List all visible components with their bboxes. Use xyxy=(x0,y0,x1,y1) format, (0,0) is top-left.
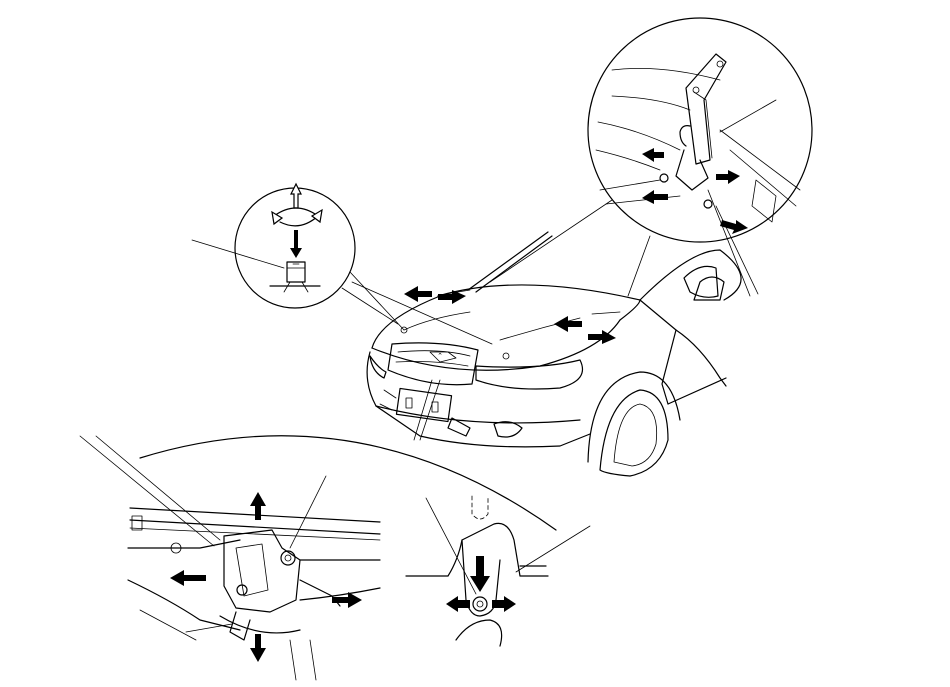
latch-detail xyxy=(79,379,557,681)
car-front-view: ⌃ xyxy=(366,231,742,477)
hood-bumper-stop-icon xyxy=(269,261,321,293)
hood-adjust-arrows xyxy=(404,286,616,344)
hood-hinge-icon xyxy=(659,53,777,223)
bumper-stop-detail xyxy=(191,182,493,345)
left-hinge-arrows xyxy=(404,286,466,304)
right-hinge-arrows xyxy=(554,316,616,344)
svg-text:⌃: ⌃ xyxy=(437,352,443,360)
hood-latch-icon xyxy=(223,529,341,641)
hood-striker-icon xyxy=(472,596,488,612)
striker-detail xyxy=(405,495,591,647)
hinge-detail xyxy=(489,17,813,297)
rotate-arrow-icon xyxy=(271,207,323,227)
